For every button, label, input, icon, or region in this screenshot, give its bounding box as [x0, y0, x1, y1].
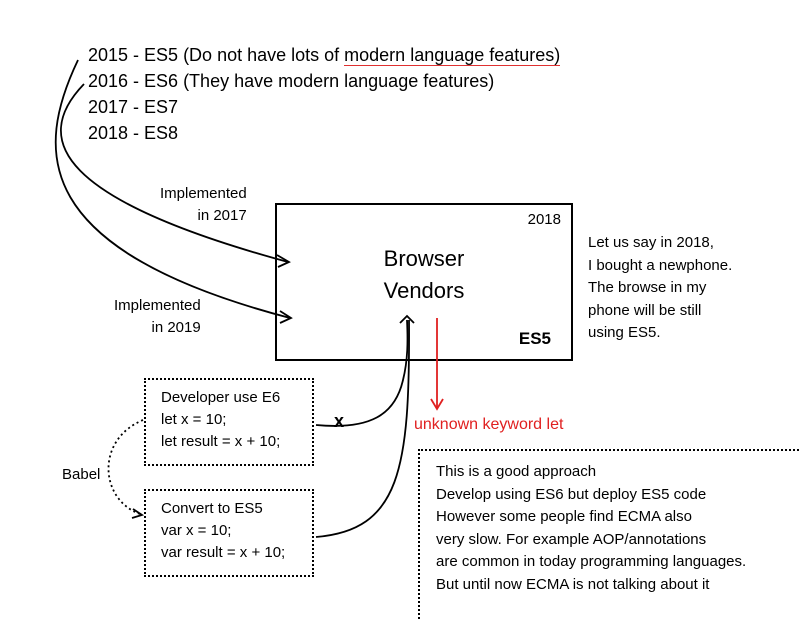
- new-phone-note: Let us say in 2018, I bought a newphone.…: [588, 234, 733, 341]
- version-2015: 2015 - ES5 (Do not have lots of modern l…: [88, 45, 561, 66]
- arrow-es6-implemented-2017: [60, 83, 289, 263]
- convert-es5-box: Convert to ES5 var x = 10; var result = …: [144, 489, 314, 577]
- box-year: 2018: [527, 211, 561, 228]
- underlined-phrase: modern language features): [344, 45, 561, 66]
- version-2017: 2017 - ES7: [88, 97, 179, 117]
- version-2016: 2016 - ES6 (They have modern language fe…: [88, 71, 495, 91]
- arrow-developer-to-browser: [315, 319, 409, 427]
- babel-arrowhead: [131, 508, 145, 519]
- box-es5-label: ES5: [518, 329, 551, 348]
- arrow-convert-to-browser: [315, 319, 410, 538]
- approach-note-box: This is a good approach Develop using ES…: [418, 449, 800, 619]
- arrow-es5-implemented-2019: [54, 59, 291, 319]
- babel-dotted-arc: [107, 419, 144, 515]
- unknown-keyword-error: unknown keyword let: [414, 416, 564, 433]
- connector-arrows: x: [54, 59, 444, 538]
- cross-mark: x: [334, 411, 344, 431]
- arrowhead-2017: [276, 254, 291, 268]
- arrowhead-browser: [399, 314, 415, 324]
- box-title: Browser Vendors: [383, 246, 465, 303]
- browser-vendors-box: 2018 Browser Vendors ES5: [275, 203, 573, 361]
- implemented-2017-label: Implemented in 2017: [160, 185, 247, 224]
- implemented-2019-label: Implemented in 2019: [114, 297, 201, 336]
- babel-label: Babel: [62, 466, 101, 483]
- es-version-list: 2015 - ES5 (Do not have lots of modern l…: [88, 42, 561, 146]
- developer-code-box: Developer use E6 let x = 10; let result …: [144, 378, 314, 466]
- version-2018: 2018 - ES8: [88, 123, 179, 143]
- red-arrowhead: [430, 398, 444, 411]
- arrowhead-2019: [279, 310, 293, 324]
